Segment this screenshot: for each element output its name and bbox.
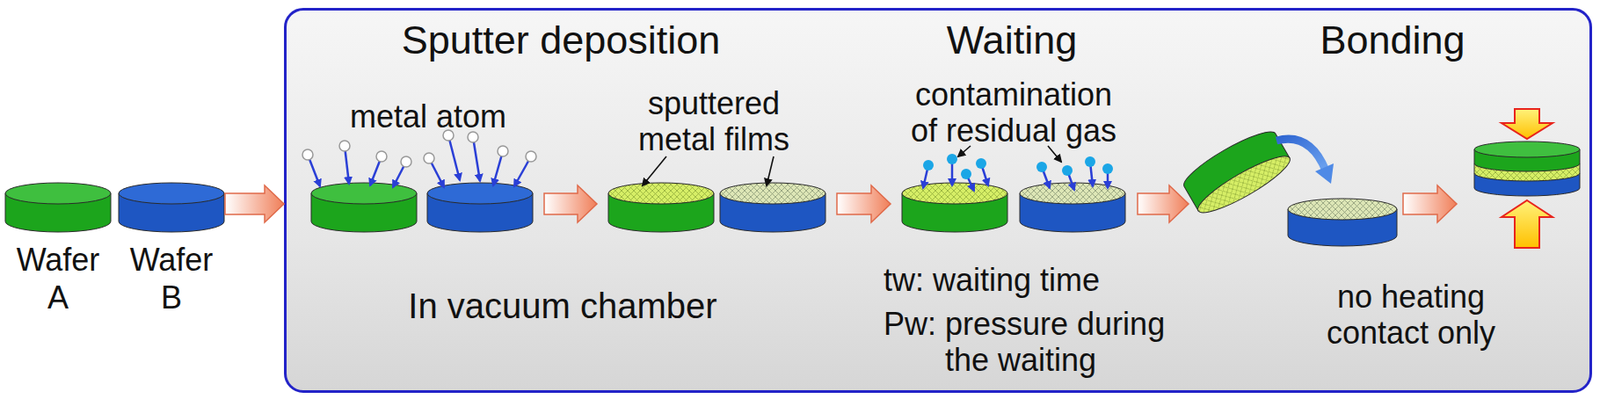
annotation: contamination of residual gas (908, 76, 1120, 150)
wafer-shape (4, 175, 112, 241)
wafer-shape (117, 175, 226, 241)
annotation: metal atom (331, 98, 525, 135)
wafer-node: Wafer B (117, 175, 226, 317)
annotation: In vacuum chamber (378, 285, 748, 327)
wafer-node: Wafer A (4, 175, 112, 317)
process-arrow (225, 185, 284, 223)
wafer-top (118, 182, 225, 204)
wafer-label: Wafer B (117, 240, 226, 317)
annotation: no heating contact only (1323, 278, 1499, 352)
annotation: tw: waiting time (883, 261, 1183, 299)
stage-heading: Waiting (946, 17, 1077, 64)
annotation: Pw: pressure during the waiting (883, 305, 1183, 379)
wafer-label: Wafer A (4, 240, 112, 317)
stage-heading: Sputter deposition (401, 17, 721, 64)
annotation: sputtered metal films (630, 85, 798, 159)
stage-heading: Bonding (1319, 17, 1465, 64)
wafer-top (5, 182, 111, 204)
